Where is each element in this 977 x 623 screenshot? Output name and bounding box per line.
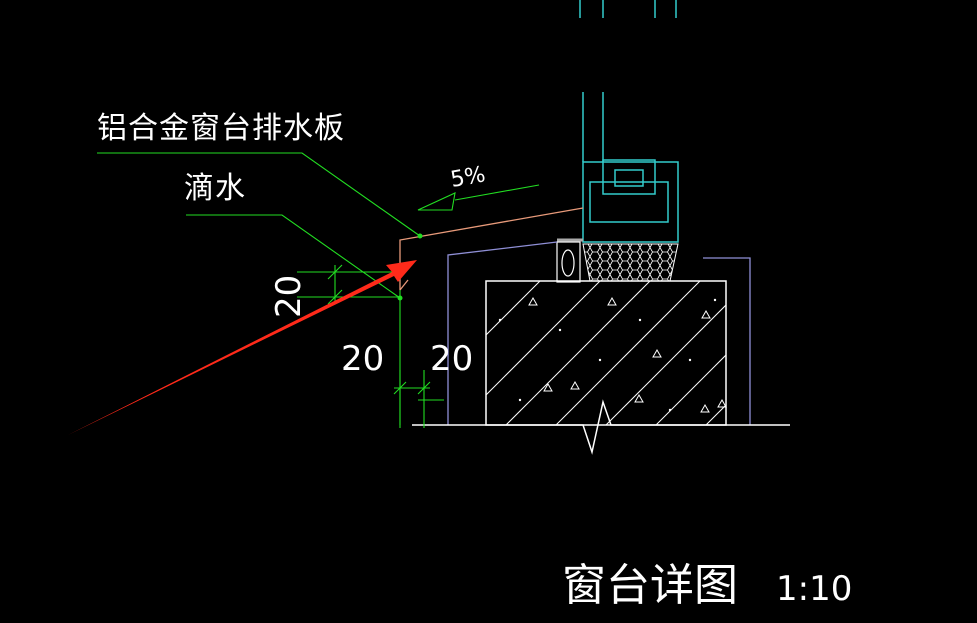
drawing-scale: 1:10	[776, 569, 852, 609]
window-frame-profile	[582, 159, 679, 243]
foam-filler	[556, 238, 679, 283]
wall-outline	[447, 241, 751, 425]
slope-label: 5%	[449, 162, 488, 193]
ground-break-line	[412, 399, 790, 455]
markup-arrow	[68, 260, 417, 435]
leader-lines	[97, 152, 540, 428]
drain-board-label: 铝合金窗台排水板	[97, 111, 345, 146]
leader-dots	[397, 233, 423, 301]
vertical-dimension-label: 20	[269, 275, 309, 318]
left-dimension-label: 20	[341, 339, 384, 379]
concrete-sill	[485, 280, 727, 426]
drip-label: 滴水	[184, 171, 246, 206]
window-mullions	[579, 0, 677, 162]
drawing-title: 窗台详图	[562, 560, 738, 611]
drain-board-flashing	[399, 207, 584, 291]
right-dimension-label: 20	[430, 339, 473, 379]
